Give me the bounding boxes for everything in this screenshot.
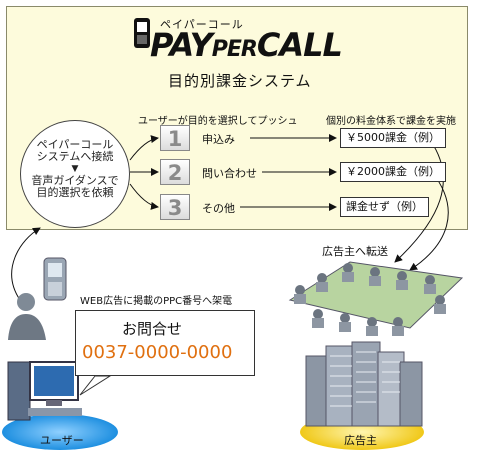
logo-call: CALL [256, 26, 343, 64]
step-1-label: 申込み [202, 133, 235, 146]
user-label: ユーザー [40, 434, 84, 447]
phone-call-arrow [11, 227, 41, 301]
step-2-number: 2 [160, 159, 190, 185]
voice-guidance-circle: ペイパーコール システムへ接続 ▼ 音声ガイダンスで 目的選択を依頼 [20, 120, 130, 228]
step-3-number: 3 [160, 194, 190, 220]
step-3-label: その他 [202, 202, 235, 215]
step-3-charge: 課金せず（例） [340, 197, 429, 217]
logo-kana: ペイパーコール [160, 18, 244, 31]
guide-down-arrow-icon: ▼ [71, 164, 79, 174]
call-label: WEB広告に掲載のPPC番号へ架電 [80, 296, 233, 307]
branch-line-1 [129, 135, 159, 161]
logo-phone-icon [134, 18, 150, 48]
logo-wordmark: PAYPERCALL [150, 26, 343, 64]
speech-tail [79, 375, 112, 396]
push-header: ユーザーが目的を選択してプッシュ [138, 116, 298, 127]
transfer-label: 広告主へ転送 [322, 245, 388, 258]
step-1-charge: ￥5000課金（例） [340, 128, 446, 148]
branch-line-3 [129, 183, 159, 210]
step-1-number: 1 [160, 125, 190, 151]
charge-header: 個別の料金体系で課金を実施 [326, 116, 456, 127]
inquiry-title: お問合せ [122, 320, 183, 338]
logo-per: PER [211, 37, 258, 62]
guide-line-2: システムへ接続 [36, 150, 114, 163]
guide-line-3: 音声ガイダンスで [31, 174, 119, 187]
transfer-arrow-1 [394, 139, 444, 263]
advertiser-label: 広告主 [344, 434, 377, 447]
step-2-label: 問い合わせ [202, 167, 257, 180]
mobile-phone-icon [43, 257, 67, 301]
system-subtitle: 目的別課金システム [168, 72, 312, 90]
transfer-arrow-2 [409, 171, 449, 271]
ppc-phone-number: 0037-0000-0000 [82, 342, 233, 363]
meeting-room-icon [288, 261, 464, 336]
guide-line-4: 目的選択を依頼 [36, 186, 114, 199]
user-base-oval [2, 414, 118, 450]
guide-line-1: ペイパーコール [36, 138, 114, 151]
logo-pay: PAY [150, 26, 213, 64]
office-buildings-icon [305, 341, 423, 427]
step-2-charge: ￥2000課金（例） [340, 162, 446, 182]
speech-bubble [75, 310, 255, 376]
user-person-icon [8, 293, 46, 340]
computer-icon [7, 361, 82, 421]
